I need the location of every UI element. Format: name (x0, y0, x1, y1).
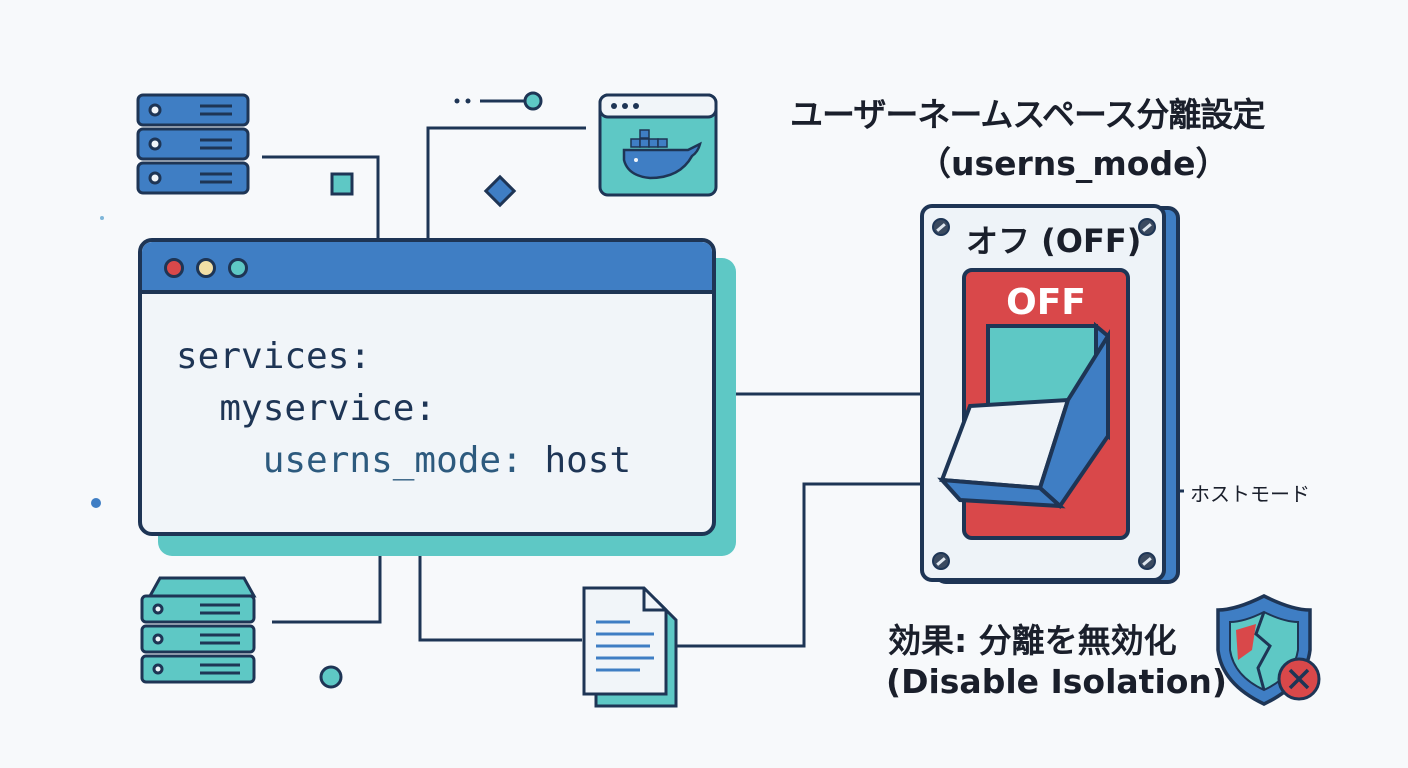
connector-lines (262, 99, 1184, 648)
off-state-text: OFF (1006, 282, 1086, 323)
screw-icon (932, 552, 950, 570)
close-dot (164, 258, 184, 278)
document-icon (582, 586, 678, 708)
server-stack-icon (140, 576, 257, 684)
docker-window-icon (598, 93, 718, 197)
x-circle-icon (1277, 657, 1321, 701)
decor-shapes (91, 91, 543, 689)
window-title-bar (142, 242, 712, 294)
title-sub: （userns_mode） (918, 144, 1229, 183)
effect-label: 効果: 分離を無効化 (888, 621, 1177, 660)
maximize-dot (228, 258, 248, 278)
code-line-myservice: myservice: (176, 388, 437, 429)
code-line-userns: userns_mode: host (176, 440, 631, 481)
screw-icon (1138, 552, 1156, 570)
minimize-dot (196, 258, 216, 278)
userns-value: host (522, 440, 632, 481)
server-stack-icon (136, 93, 250, 195)
userns-key: userns_mode: (176, 440, 523, 481)
code-line-services: services: (176, 336, 372, 377)
code-window: services: myservice: userns_mode: host (138, 238, 716, 536)
host-mode-label: ホストモード (1190, 482, 1310, 506)
effect-label-en: (Disable Isolation) (886, 662, 1228, 701)
screw-icon (1138, 218, 1156, 236)
toggle-lever[interactable] (930, 320, 1130, 520)
title-main: ユーザーネームスペース分離設定 (790, 95, 1265, 134)
screw-icon (932, 218, 950, 236)
switch-label: オフ (OFF) (966, 222, 1142, 260)
